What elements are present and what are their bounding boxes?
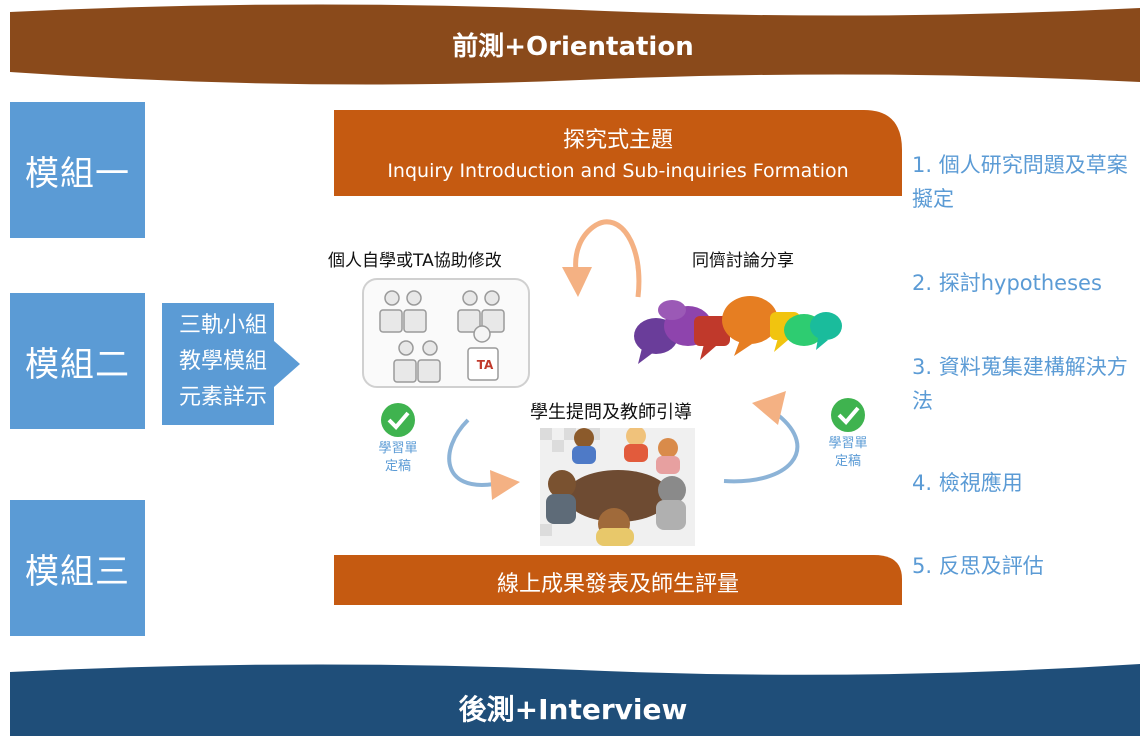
classroom-table-icon (540, 428, 695, 546)
step-5: 5. 反思及評估 (912, 554, 1044, 578)
ta-badge: TA (476, 358, 494, 372)
inquiry-tab-title: 探究式主題 (562, 128, 673, 153)
bottom-banner-label: 後測+Interview (458, 693, 688, 726)
worksheet-right-label: 學習單定稿 (828, 436, 868, 469)
curved-arrow-right (723, 391, 800, 484)
guidance-label: 學生提問及教師引導 (530, 402, 692, 423)
bottom-banner (10, 664, 1140, 736)
step-2: 2. 探討hypotheses (912, 271, 1102, 295)
inquiry-tab (334, 110, 902, 196)
curved-arrow-top (562, 219, 642, 298)
curved-arrow-left (447, 418, 520, 500)
module-2-box: 模組二 (10, 293, 145, 429)
top-banner-label: 前測+Orientation (452, 32, 694, 62)
presentation-tab (334, 555, 902, 605)
inquiry-tab-subtitle: Inquiry Introduction and Sub-inquiries F… (387, 160, 849, 182)
self-study-classroom-icon (362, 278, 530, 388)
peer-discussion-label: 同儕討論分享 (692, 251, 794, 271)
module-1-box: 模組一 (10, 102, 145, 238)
step-4: 4. 檢視應用 (912, 471, 1023, 495)
track-callout-text: 三軌小組 教學模組 元素詳示 (178, 313, 267, 410)
speech-bubbles-icon (634, 296, 842, 364)
self-study-label: 個人自學或TA協助修改 (328, 251, 502, 271)
module-3-box: 模組三 (10, 500, 145, 636)
worksheet-left-label: 學習單定稿 (378, 441, 418, 474)
track-callout-arrow (162, 303, 300, 425)
step-1: 1. 個人研究問題及草案擬定 (912, 153, 1128, 211)
check-icon-left (381, 403, 415, 437)
top-banner (10, 4, 1140, 85)
check-icon-right (831, 398, 865, 432)
step-3: 3. 資料蒐集建構解決方法 (912, 355, 1128, 413)
presentation-tab-label: 線上成果發表及師生評量 (496, 572, 739, 597)
